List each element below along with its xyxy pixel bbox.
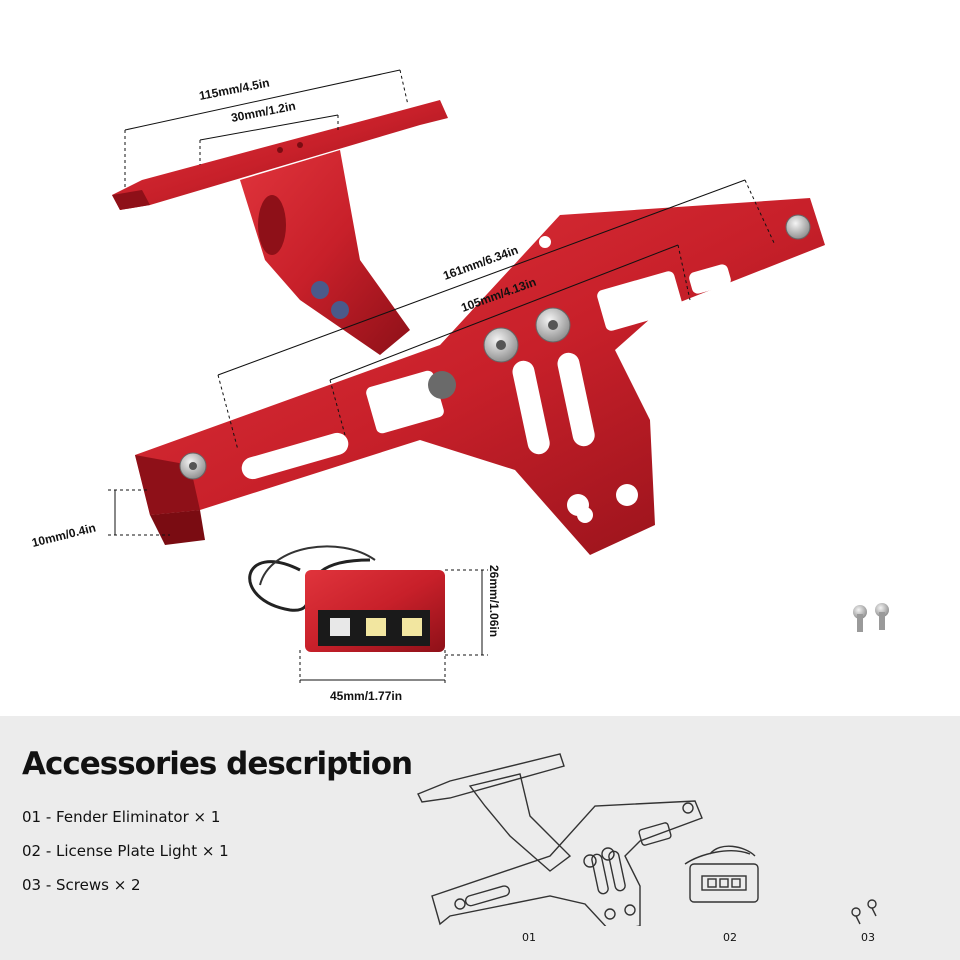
top-plate [112, 100, 448, 210]
line-drawing-light [684, 845, 759, 903]
diagram-number-01: 01 [522, 931, 536, 944]
line-drawing-screws [851, 899, 877, 925]
diagram-number-03: 03 [861, 931, 875, 944]
product-photo-area: 115mm/4.5in 30mm/1.2in 161mm/6.34in 105m… [30, 69, 889, 703]
accessories-line-drawing [417, 753, 877, 926]
main-arm [135, 198, 825, 555]
accessory-item-screws: 03 - Screws × 2 [22, 876, 141, 894]
dim-arm-thickness: 10mm/0.4in [30, 521, 97, 550]
dim-plate-width: 115mm/4.5in [198, 76, 271, 103]
accessories-panel: Accessories description 01 - Fender Elim… [0, 716, 960, 960]
dim-light-width: 45mm/1.77in [330, 689, 402, 703]
diagram-number-02: 02 [723, 931, 737, 944]
loose-screws [853, 603, 889, 632]
dim-plate-hole-spacing: 30mm/1.2in [230, 99, 297, 125]
accessories-title: Accessories description [22, 746, 413, 782]
license-plate-light [248, 545, 445, 652]
bolts [179, 214, 811, 480]
product-illustration: 115mm/4.5in 30mm/1.2in 161mm/6.34in 105m… [30, 69, 889, 703]
accessory-item-fender-eliminator: 01 - Fender Eliminator × 1 [22, 808, 221, 826]
dimension-lines [108, 69, 776, 686]
mount-tube [240, 150, 410, 355]
dim-light-height: 26mm/1.06in [487, 565, 501, 637]
accessory-item-license-plate-light: 02 - License Plate Light × 1 [22, 842, 229, 860]
